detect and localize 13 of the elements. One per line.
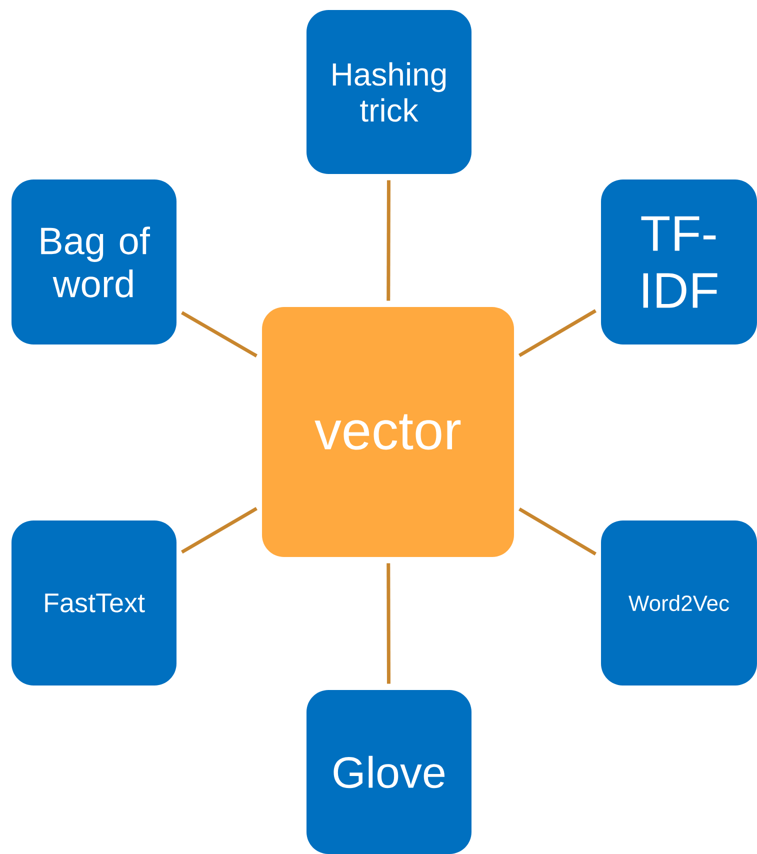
method-box: Word2Vec: [601, 520, 757, 686]
method-box: TF-IDF: [601, 180, 757, 344]
connector-line: [386, 180, 390, 301]
method-box: Bag of word: [12, 180, 176, 344]
connector-line: [518, 309, 597, 357]
method-box: Hashing trick: [306, 10, 472, 174]
connector-line: [181, 311, 258, 358]
method-box: Glove: [306, 690, 472, 854]
central-box: vector: [262, 307, 514, 557]
method-box: FastText: [12, 520, 176, 686]
connector-line: [386, 563, 390, 684]
connector-line: [518, 508, 597, 556]
connector-line: [181, 507, 258, 554]
